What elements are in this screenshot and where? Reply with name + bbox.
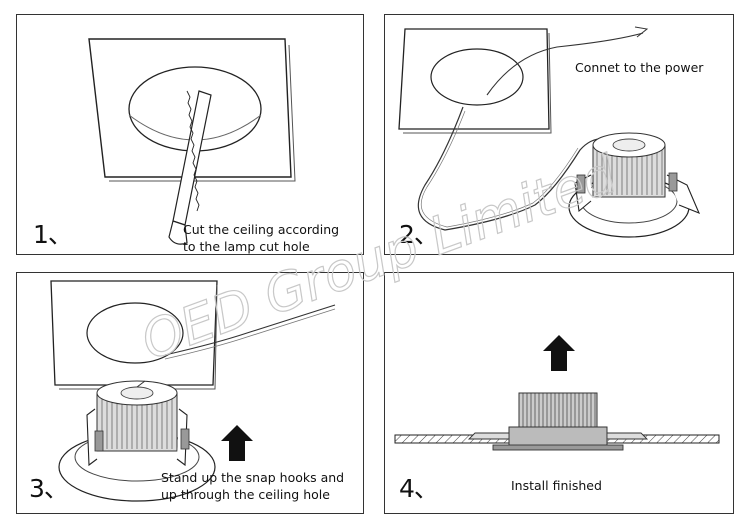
- power-cable-icon: [417, 26, 649, 231]
- downlight-icon: [58, 380, 216, 502]
- step-2-panel: 2、 Connet to the power: [384, 14, 734, 255]
- step-number: 3、: [29, 474, 69, 503]
- downlight-icon: [467, 392, 649, 451]
- step-caption-line-1: Connet to the power: [575, 60, 704, 75]
- step-4-panel: 4、 Install finished: [384, 272, 734, 514]
- step-caption-line-2: to the lamp cut hole: [183, 239, 310, 254]
- step-number: 2、: [399, 220, 439, 249]
- saw-icon: [168, 90, 212, 245]
- cut-hole: [430, 48, 524, 106]
- downlight-icon: [568, 132, 701, 238]
- step-caption-line-2: up through the ceiling hole: [161, 487, 330, 502]
- up-arrow-icon: [543, 335, 575, 371]
- connect-power-illustration: [398, 26, 701, 238]
- step-number: 4、: [399, 474, 439, 503]
- step-number: 1、: [33, 220, 73, 249]
- cut-hole: [86, 302, 184, 364]
- step-3-panel: 3、 Stand up the snap hooks and up throug…: [16, 272, 364, 514]
- step-caption-line-1: Stand up the snap hooks and: [161, 470, 345, 485]
- up-arrow-icon: [221, 425, 253, 461]
- install-finished-illustration: [394, 335, 720, 451]
- snap-hooks-illustration: [50, 280, 336, 502]
- step-caption-line-1: Install finished: [511, 478, 602, 493]
- cut-ceiling-illustration: [88, 38, 296, 245]
- step-1-panel: 1、 Cut the ceiling according to the lamp…: [16, 14, 364, 255]
- step-caption-line-1: Cut the ceiling according: [183, 222, 340, 237]
